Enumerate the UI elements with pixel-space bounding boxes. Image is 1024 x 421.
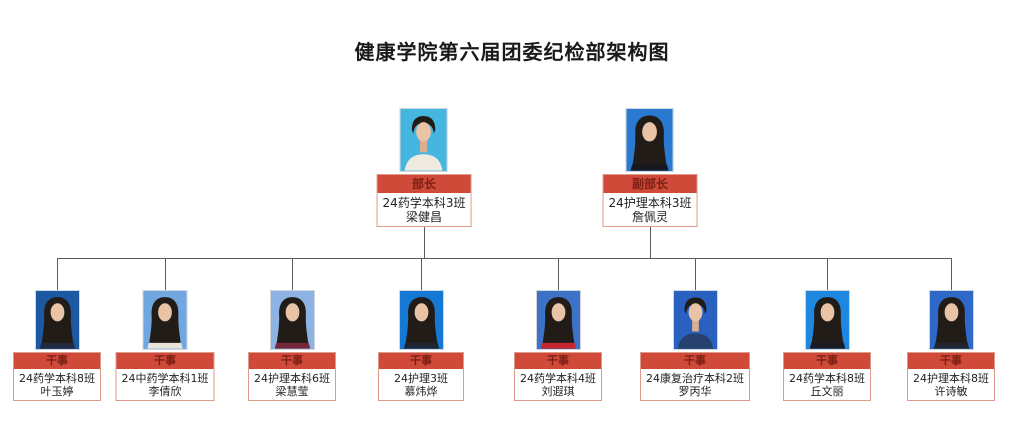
class-line: 24药学本科8班 <box>19 372 95 385</box>
name-line: 叶玉婷 <box>40 385 74 398</box>
class-line: 24药学本科3班 <box>382 196 466 210</box>
connector-drop-6 <box>695 258 696 290</box>
connector-line-leader1 <box>424 220 425 258</box>
person-silhouette-icon <box>933 297 969 349</box>
portrait-photo <box>34 290 80 350</box>
label-box: 部长 24药学本科3班 梁健昌 <box>376 174 472 227</box>
name-line: 许诗敏 <box>934 385 968 398</box>
connector-rail <box>57 258 952 259</box>
connector-line-leader2 <box>650 220 651 258</box>
portrait-photo <box>269 290 315 350</box>
person-silhouette-icon <box>677 297 713 349</box>
class-line: 24护理本科3班 <box>608 196 692 210</box>
name-line: 慕炜烨 <box>404 385 438 398</box>
org-node-minister: 部长 24药学本科3班 梁健昌 <box>376 108 472 227</box>
name-line: 罗丙华 <box>678 385 712 398</box>
person-silhouette-icon <box>631 115 669 171</box>
name-line: 梁健昌 <box>405 210 442 224</box>
name-line: 詹佩灵 <box>631 210 668 224</box>
role-badge: 干事 <box>784 353 870 369</box>
connector-drop-3 <box>292 258 293 290</box>
role-badge: 干事 <box>908 353 994 369</box>
class-line: 24护理3班 <box>394 372 448 385</box>
portrait-photo <box>535 290 581 350</box>
label-box: 干事 24护理本科6班梁慧莹 <box>248 352 336 401</box>
org-node-officer: 干事 24护理本科6班梁慧莹 <box>248 290 336 401</box>
class-line: 24护理本科8班 <box>913 372 989 385</box>
portrait-photo <box>400 108 448 172</box>
org-node-officer: 干事 24药学本科4班刘遐琪 <box>514 290 602 401</box>
person-silhouette-icon <box>39 297 75 349</box>
connector-drop-7 <box>827 258 828 290</box>
person-silhouette-icon <box>403 297 439 349</box>
portrait-photo <box>398 290 444 350</box>
connector-drop-4 <box>421 258 422 290</box>
class-line: 24康复治疗本科2班 <box>646 372 744 385</box>
class-line: 24药学本科8班 <box>789 372 865 385</box>
label-box: 干事 24护理本科8班许诗敏 <box>907 352 995 401</box>
portrait-photo <box>672 290 718 350</box>
portrait-photo <box>804 290 850 350</box>
connector-drop-8 <box>951 258 952 290</box>
label-box: 干事 24中药学本科1班李倩欣 <box>115 352 215 401</box>
person-silhouette-icon <box>147 297 183 349</box>
connector-drop-1 <box>57 258 58 290</box>
role-badge: 干事 <box>249 353 335 369</box>
label-box: 干事 24康复治疗本科2班罗丙华 <box>640 352 750 401</box>
role-badge: 干事 <box>641 353 749 369</box>
class-line: 24药学本科4班 <box>520 372 596 385</box>
org-node-officer: 干事 24护理本科8班许诗敏 <box>907 290 995 401</box>
role-badge: 部长 <box>377 175 471 193</box>
person-silhouette-icon <box>809 297 845 349</box>
label-box: 副部长 24护理本科3班 詹佩灵 <box>602 174 698 227</box>
name-line: 梁慧莹 <box>275 385 309 398</box>
role-badge: 干事 <box>379 353 463 369</box>
org-node-deputy-minister: 副部长 24护理本科3班 詹佩灵 <box>602 108 698 227</box>
portrait-photo <box>928 290 974 350</box>
class-line: 24护理本科6班 <box>254 372 330 385</box>
org-node-officer: 干事 24药学本科8班叶玉婷 <box>13 290 101 401</box>
portrait-photo <box>626 108 674 172</box>
org-node-officer: 干事 24康复治疗本科2班罗丙华 <box>640 290 750 401</box>
name-line: 李倩欣 <box>148 385 182 398</box>
org-node-officer: 干事 24药学本科8班丘文丽 <box>783 290 871 401</box>
person-silhouette-icon <box>540 297 576 349</box>
name-line: 刘遐琪 <box>541 385 575 398</box>
label-box: 干事 24药学本科4班刘遐琪 <box>514 352 602 401</box>
role-badge: 干事 <box>515 353 601 369</box>
class-line: 24中药学本科1班 <box>121 372 209 385</box>
role-badge: 干事 <box>116 353 214 369</box>
page-title: 健康学院第六届团委纪检部架构图 <box>354 40 670 64</box>
name-line: 丘文丽 <box>810 385 844 398</box>
person-silhouette-icon <box>405 115 443 171</box>
label-box: 干事 24护理3班慕炜烨 <box>378 352 464 401</box>
label-box: 干事 24药学本科8班叶玉婷 <box>13 352 101 401</box>
org-node-officer: 干事 24中药学本科1班李倩欣 <box>115 290 215 401</box>
role-badge: 干事 <box>14 353 100 369</box>
role-badge: 副部长 <box>603 175 697 193</box>
connector-drop-2 <box>165 258 166 290</box>
org-node-officer: 干事 24护理3班慕炜烨 <box>378 290 464 401</box>
label-box: 干事 24药学本科8班丘文丽 <box>783 352 871 401</box>
connector-drop-5 <box>558 258 559 290</box>
person-silhouette-icon <box>274 297 310 349</box>
portrait-photo <box>142 290 188 350</box>
